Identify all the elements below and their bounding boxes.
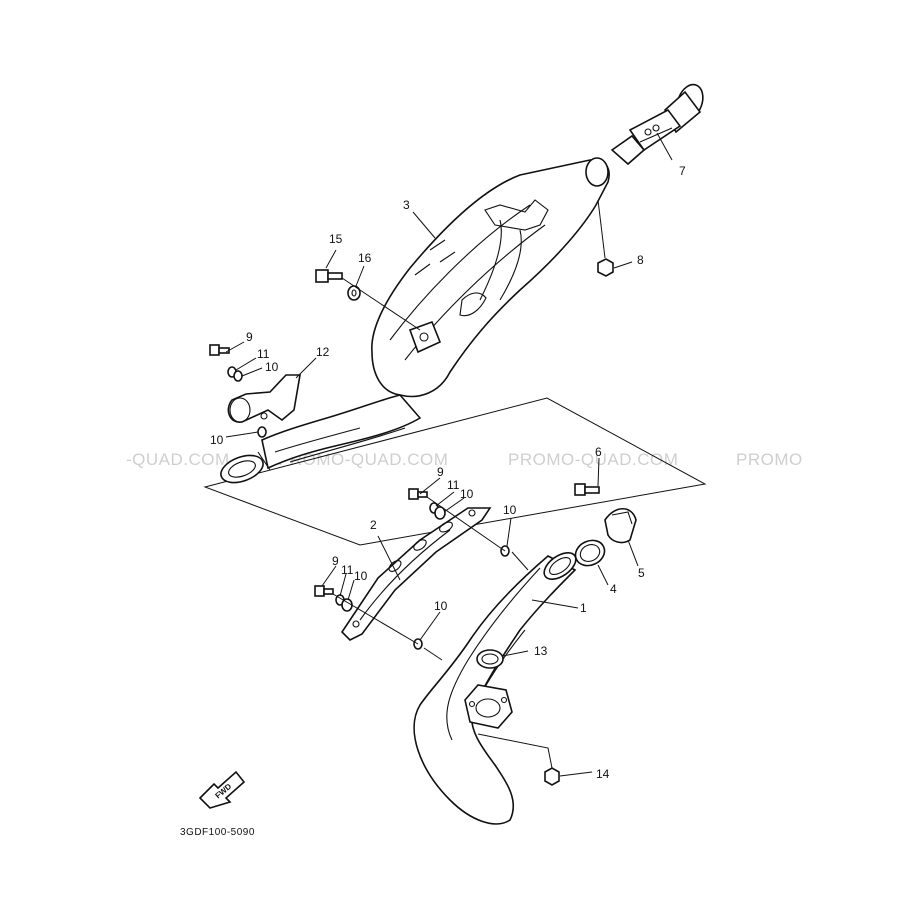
nut-14 xyxy=(477,733,560,786)
washers-rear xyxy=(227,366,267,438)
nut-8 xyxy=(597,199,614,277)
callout-9: 9 xyxy=(437,465,444,479)
muffler xyxy=(220,157,610,484)
reference-box xyxy=(203,397,707,546)
callout-12: 12 xyxy=(316,345,330,359)
bolt-15 xyxy=(315,269,343,283)
callout-9: 9 xyxy=(332,554,339,568)
callout-8: 8 xyxy=(637,253,644,267)
bolt-9-rear xyxy=(209,344,230,356)
watermark-text: -QUAD.COM xyxy=(126,450,230,469)
callout-11: 11 xyxy=(257,347,270,361)
callout-14: 14 xyxy=(596,767,610,781)
callout-10: 10 xyxy=(503,503,517,517)
fwd-arrow-icon: FWD xyxy=(198,770,246,809)
callout-2: 2 xyxy=(370,518,377,532)
exhaust-pipe xyxy=(413,552,577,825)
diagram-code: 3GDF100-5090 xyxy=(180,827,255,838)
washers-mid xyxy=(335,502,510,650)
callout-16: 16 xyxy=(358,251,372,265)
callout-11: 11 xyxy=(341,563,354,577)
callout-11: 11 xyxy=(447,478,460,492)
callout-7: 7 xyxy=(679,164,686,178)
bolt-6 xyxy=(574,483,600,496)
rear-bracket-12 xyxy=(227,374,301,423)
watermark-text: PROMO-QUAD.COM xyxy=(508,450,678,469)
gasket-13 xyxy=(476,649,504,669)
tail-cap xyxy=(610,83,704,166)
callout-10: 10 xyxy=(354,569,368,583)
callout-13: 13 xyxy=(534,644,548,658)
watermark-row: -QUAD.COM PROMO-QUAD.COM PROMO-QUAD.COM … xyxy=(126,450,803,469)
clamp-5 xyxy=(604,507,637,544)
callout-4: 4 xyxy=(610,582,617,596)
callout-10: 10 xyxy=(210,433,224,447)
watermark-text: PROMO xyxy=(736,450,803,469)
washer-16 xyxy=(347,285,361,301)
callout-15: 15 xyxy=(329,232,343,246)
callout-10: 10 xyxy=(460,487,474,501)
callout-10: 10 xyxy=(434,599,448,613)
callout-10: 10 xyxy=(265,360,279,374)
bolt-9-low xyxy=(314,585,334,597)
watermark-text: PROMO-QUAD.COM xyxy=(278,450,448,469)
callout-labels: 1 2 3 4 5 6 7 8 9 9 9 10 10 10 10 10 10 … xyxy=(210,164,686,781)
callout-9: 9 xyxy=(246,330,253,344)
callout-1: 1 xyxy=(580,601,587,615)
callout-3: 3 xyxy=(403,198,410,212)
callout-6: 6 xyxy=(595,445,602,459)
callout-5: 5 xyxy=(638,566,645,580)
gasket-4 xyxy=(574,539,606,567)
leader-lines xyxy=(225,132,673,777)
